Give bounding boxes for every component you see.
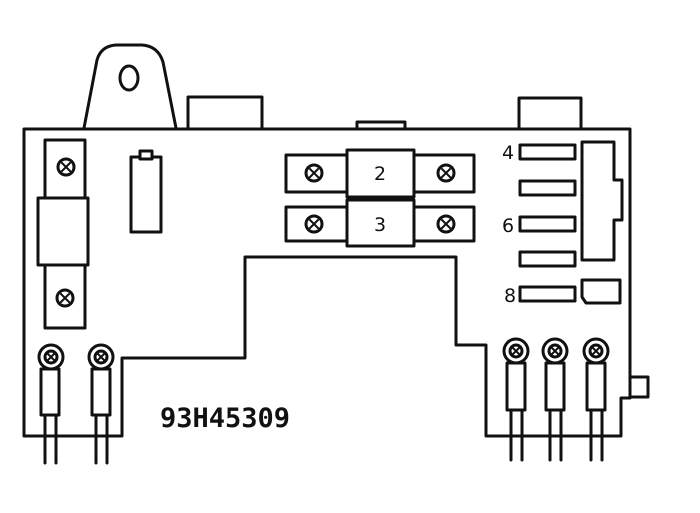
- mounting-hole: [118, 64, 140, 92]
- terminal-wire-right-1: [502, 337, 530, 462]
- spare-fuse-holder: [580, 278, 622, 305]
- screw-icon: [436, 163, 456, 183]
- top-tab-left: [186, 95, 264, 131]
- fuse-label-2: 2: [374, 163, 386, 185]
- blade-fuse-5: [518, 179, 577, 197]
- fuse-label-4: 4: [502, 142, 514, 164]
- terminal-wire-right-2: [541, 337, 569, 462]
- fuse-strip-2: [284, 148, 476, 199]
- terminal-wire-left-2: [87, 343, 115, 465]
- fuse-label-8: 8: [504, 285, 516, 307]
- part-number: 93H45309: [160, 403, 290, 434]
- blade-fuse-6: [518, 215, 577, 233]
- screw-icon: [436, 214, 456, 234]
- terminal-wire-right-3: [582, 337, 610, 462]
- mounting-bracket: [82, 43, 178, 130]
- fuse-block-3: [345, 198, 416, 248]
- fuse-block-2: [345, 148, 416, 199]
- fuse-label-6: 6: [502, 215, 514, 237]
- relay-block: [580, 140, 624, 262]
- blade-fuse-4: [518, 143, 577, 161]
- top-tab-right: [517, 96, 583, 131]
- screw-icon: [55, 288, 75, 308]
- fuse-label-3: 3: [374, 214, 386, 236]
- main-fusible-link: [36, 138, 90, 330]
- screw-icon: [304, 214, 324, 234]
- side-connector: [628, 375, 650, 399]
- fusible-link-body: [36, 196, 90, 267]
- fuse-box-housing: [22, 127, 632, 438]
- blade-fuse-8: [518, 285, 577, 303]
- small-fuse-slot: [129, 149, 163, 234]
- fuse-strip-3: [284, 198, 476, 248]
- blade-fuse-7: [518, 250, 577, 268]
- screw-icon: [56, 157, 76, 177]
- terminal-wire-left-1: [37, 343, 65, 465]
- screw-icon: [304, 163, 324, 183]
